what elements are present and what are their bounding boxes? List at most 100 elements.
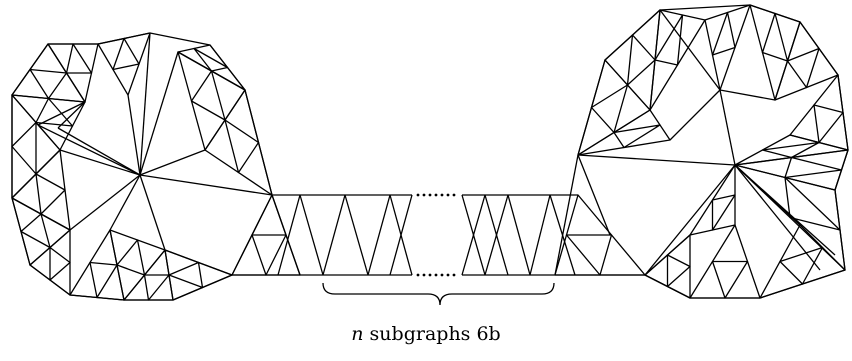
left-tri-inner [11, 121, 37, 175]
chain-unit-edge [271, 194, 301, 276]
right-spoke [719, 89, 776, 101]
left-tri [11, 94, 86, 151]
left-spoke [57, 101, 86, 129]
chain-unit-edge [389, 194, 413, 276]
ellipsis-dot [446, 273, 450, 277]
right-spoke [734, 164, 821, 271]
ellipsis-dot [440, 193, 444, 197]
right-spoke [734, 164, 801, 226]
left-tri [204, 89, 273, 196]
right-tri-inner [613, 124, 661, 149]
left-spoke [127, 94, 141, 176]
left-tri-inner [35, 97, 74, 127]
left-tri [164, 249, 233, 301]
underbrace [322, 282, 555, 306]
left-tri-inner [112, 37, 140, 71]
right-triangulated-blob [577, 4, 849, 299]
right-spoke [669, 89, 721, 141]
chain-connector-inner [565, 234, 613, 276]
left-spoke [139, 51, 179, 176]
left-tri-inner [116, 239, 146, 276]
left-tri [177, 51, 246, 151]
right-tri-inner [761, 12, 789, 62]
right-tri-inner [711, 11, 736, 56]
right-tri-inner [654, 14, 684, 66]
chain-unit-edge [529, 194, 551, 276]
left-tri-inner [20, 213, 51, 249]
chain-unit-edge [344, 194, 369, 276]
left-tri [11, 149, 71, 231]
ellipsis-dot [416, 193, 420, 197]
left-tri-inner [65, 43, 93, 74]
right-tri-inner [813, 104, 844, 144]
subgraph-chain [231, 154, 646, 276]
chain-unit-edge [484, 194, 509, 276]
left-tri-inner [29, 68, 68, 100]
right-tri-inner [666, 254, 691, 288]
right-tri-inner [786, 47, 820, 89]
caption-variable: n [351, 323, 364, 345]
left-spoke [139, 32, 151, 176]
ellipsis-dots [416, 193, 456, 277]
left-spoke [164, 249, 233, 276]
left-spoke [37, 124, 141, 176]
ellipsis-dot [440, 273, 444, 277]
chain-unit-edge [461, 194, 486, 276]
right-tri-inner [761, 141, 820, 159]
ellipsis-dot [416, 273, 420, 277]
right-tri [577, 109, 671, 156]
chain-connector-inner [251, 234, 287, 276]
chain-unit-edge [367, 194, 391, 276]
chain-unit-edge [507, 194, 531, 276]
left-tri-inner [49, 246, 71, 281]
right-tri-inner [590, 84, 629, 134]
left-tri-inner [143, 274, 170, 301]
left-triangulated-blob [11, 32, 273, 301]
right-tri-inner [779, 246, 824, 285]
left-tri-inner [224, 119, 260, 174]
ellipsis-dot [446, 193, 450, 197]
chain-unit-edge [277, 194, 301, 276]
chain-unit-edge [322, 194, 346, 276]
left-tri-inner [89, 261, 118, 299]
ellipsis-dot [434, 193, 438, 197]
left-spoke [139, 149, 206, 176]
ellipsis-dot [428, 193, 432, 197]
ellipsis-dot [428, 273, 432, 277]
right-tri-inner [784, 156, 843, 179]
ellipsis-dot [434, 273, 438, 277]
left-spoke [59, 149, 141, 176]
left-spoke [37, 101, 86, 126]
right-tri [759, 224, 846, 299]
left-tri-inner [193, 47, 229, 72]
ellipsis-dot [422, 273, 426, 277]
left-tri [177, 44, 246, 91]
right-tri [774, 21, 839, 101]
right-tri [749, 4, 801, 101]
caption-text: subgraphs 6b [363, 323, 501, 345]
right-tri [734, 134, 849, 166]
caption: n subgraphs 6b [0, 323, 852, 345]
right-tri-inner [711, 194, 736, 231]
right-spoke [659, 9, 721, 91]
right-tri-inner [784, 176, 841, 231]
left-tri [97, 32, 151, 96]
left-tri-inner [168, 261, 204, 289]
chain-connector [554, 154, 579, 276]
left-spoke [139, 174, 273, 196]
left-tri-inner [35, 173, 66, 215]
chain-connector [577, 154, 611, 236]
left-spoke [109, 174, 141, 231]
right-spoke [719, 89, 736, 166]
left-spoke [139, 174, 166, 251]
left-spoke [57, 127, 141, 176]
right-tri-inner [626, 34, 656, 86]
ellipsis-dot [452, 273, 456, 277]
ellipsis-dot [452, 193, 456, 197]
chain-unit-edge [299, 194, 324, 276]
ellipsis-dot [422, 193, 426, 197]
left-tri-inner [190, 70, 226, 121]
right-tri [704, 4, 751, 91]
